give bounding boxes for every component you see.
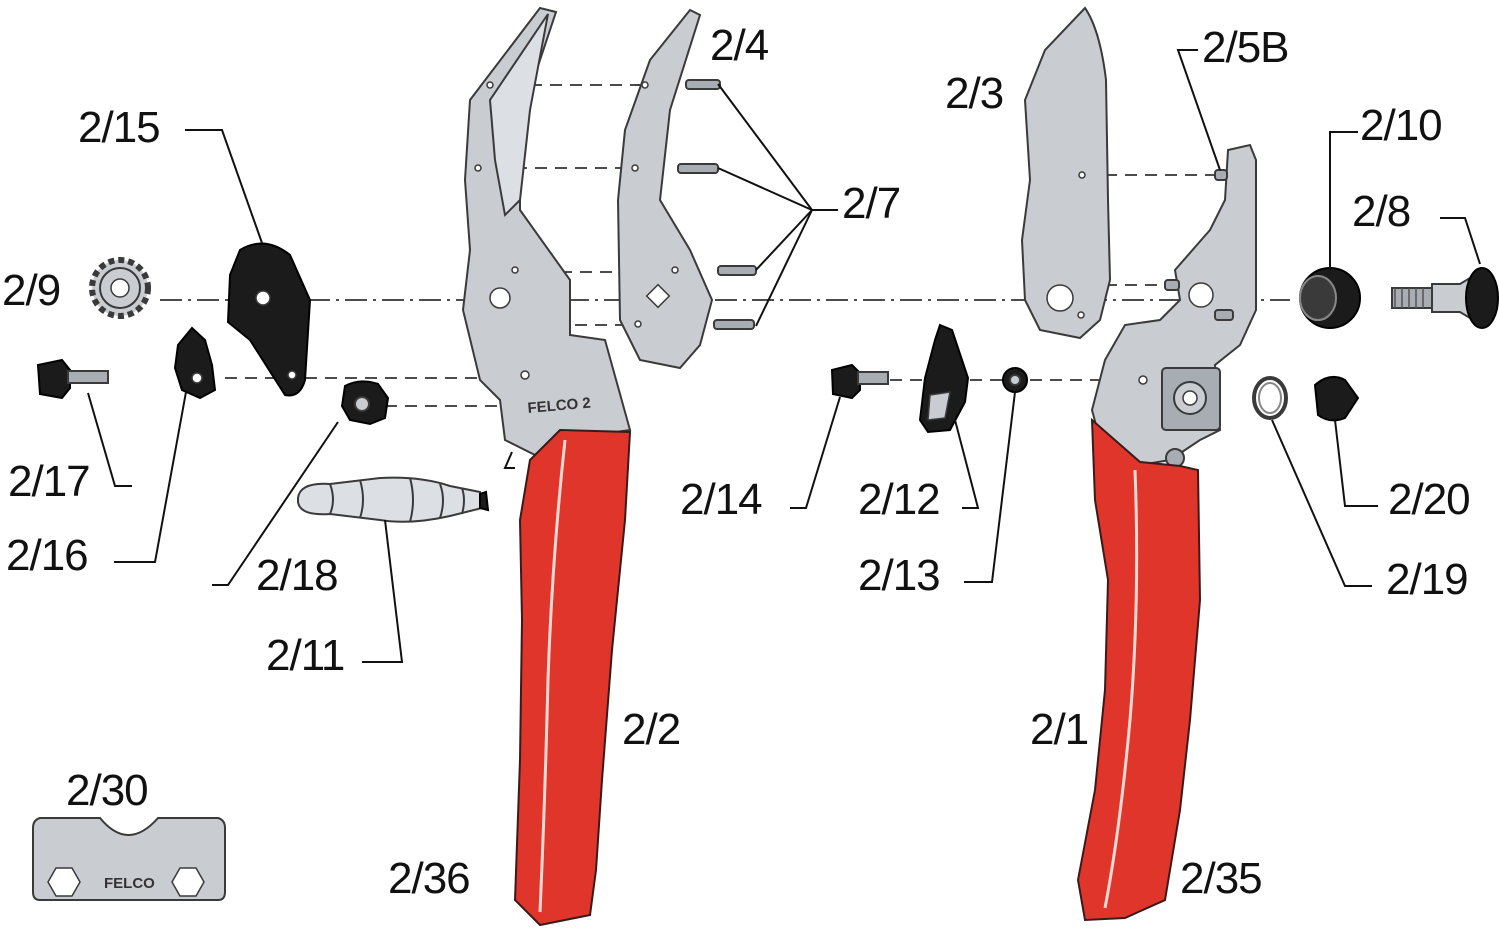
handle-grip-2-35 <box>1076 417 1202 922</box>
screw-2-14 <box>830 363 889 400</box>
label-2-20: 2/20 <box>1388 475 1470 524</box>
upper-handle-2-2: FELCO 2 <box>461 6 632 457</box>
part-labels: 2/4 2/7 2/15 2/9 2/17 2/16 2/18 2/11 2/2… <box>2 21 1471 903</box>
label-2-1: 2/1 <box>1030 705 1088 754</box>
label-2-2: 2/2 <box>622 705 680 754</box>
label-2-36: 2/36 <box>388 854 470 903</box>
label-2-7: 2/7 <box>842 179 900 228</box>
label-2-16: 2/16 <box>6 531 88 580</box>
handle-brand-mark: FELCO 2 <box>527 395 592 417</box>
label-2-3: 2/3 <box>945 69 1003 118</box>
lower-handle-2-1 <box>1090 143 1257 468</box>
label-2-4: 2/4 <box>710 21 769 70</box>
cap-nut-2-20 <box>1313 375 1360 422</box>
bolt-2-8 <box>1391 267 1499 329</box>
key-2-30: FELCO <box>32 817 226 901</box>
key-brand-mark: FELCO <box>104 875 155 892</box>
leader-lines <box>87 49 1481 663</box>
bolt-plate-2-15 <box>226 242 312 397</box>
wire-cutter-2-12 <box>918 323 970 434</box>
label-2-8: 2/8 <box>1352 187 1410 236</box>
washer-2-13 <box>1002 367 1028 393</box>
cap-2-18 <box>340 380 390 426</box>
label-2-13: 2/13 <box>858 551 940 600</box>
label-2-15: 2/15 <box>78 103 160 152</box>
blade-2-4 <box>616 8 714 370</box>
adjusting-nut-2-9 <box>89 257 151 319</box>
label-2-17: 2/17 <box>8 457 90 506</box>
spring-support-2-16 <box>173 326 217 400</box>
rivets-2-7 <box>677 79 757 330</box>
label-2-10: 2/10 <box>1360 101 1442 150</box>
label-2-35: 2/35 <box>1180 854 1262 903</box>
spring-2-11 <box>297 476 490 523</box>
washer-2-10 <box>1299 267 1361 329</box>
cutting-blade-2-3 <box>1020 6 1112 340</box>
label-2-12: 2/12 <box>858 475 940 524</box>
label-2-11: 2/11 <box>266 631 344 680</box>
screw-2-17 <box>36 358 109 400</box>
label-2-14: 2/14 <box>680 475 762 524</box>
label-2-5B: 2/5B <box>1202 23 1289 72</box>
label-2-18: 2/18 <box>256 551 338 600</box>
label-2-30: 2/30 <box>66 766 148 815</box>
label-2-19: 2/19 <box>1386 555 1468 604</box>
label-2-9: 2/9 <box>2 266 60 315</box>
ring-2-19 <box>1252 376 1288 420</box>
rivets-2-5B <box>1164 169 1234 321</box>
handle-grip-2-36 <box>513 428 632 927</box>
